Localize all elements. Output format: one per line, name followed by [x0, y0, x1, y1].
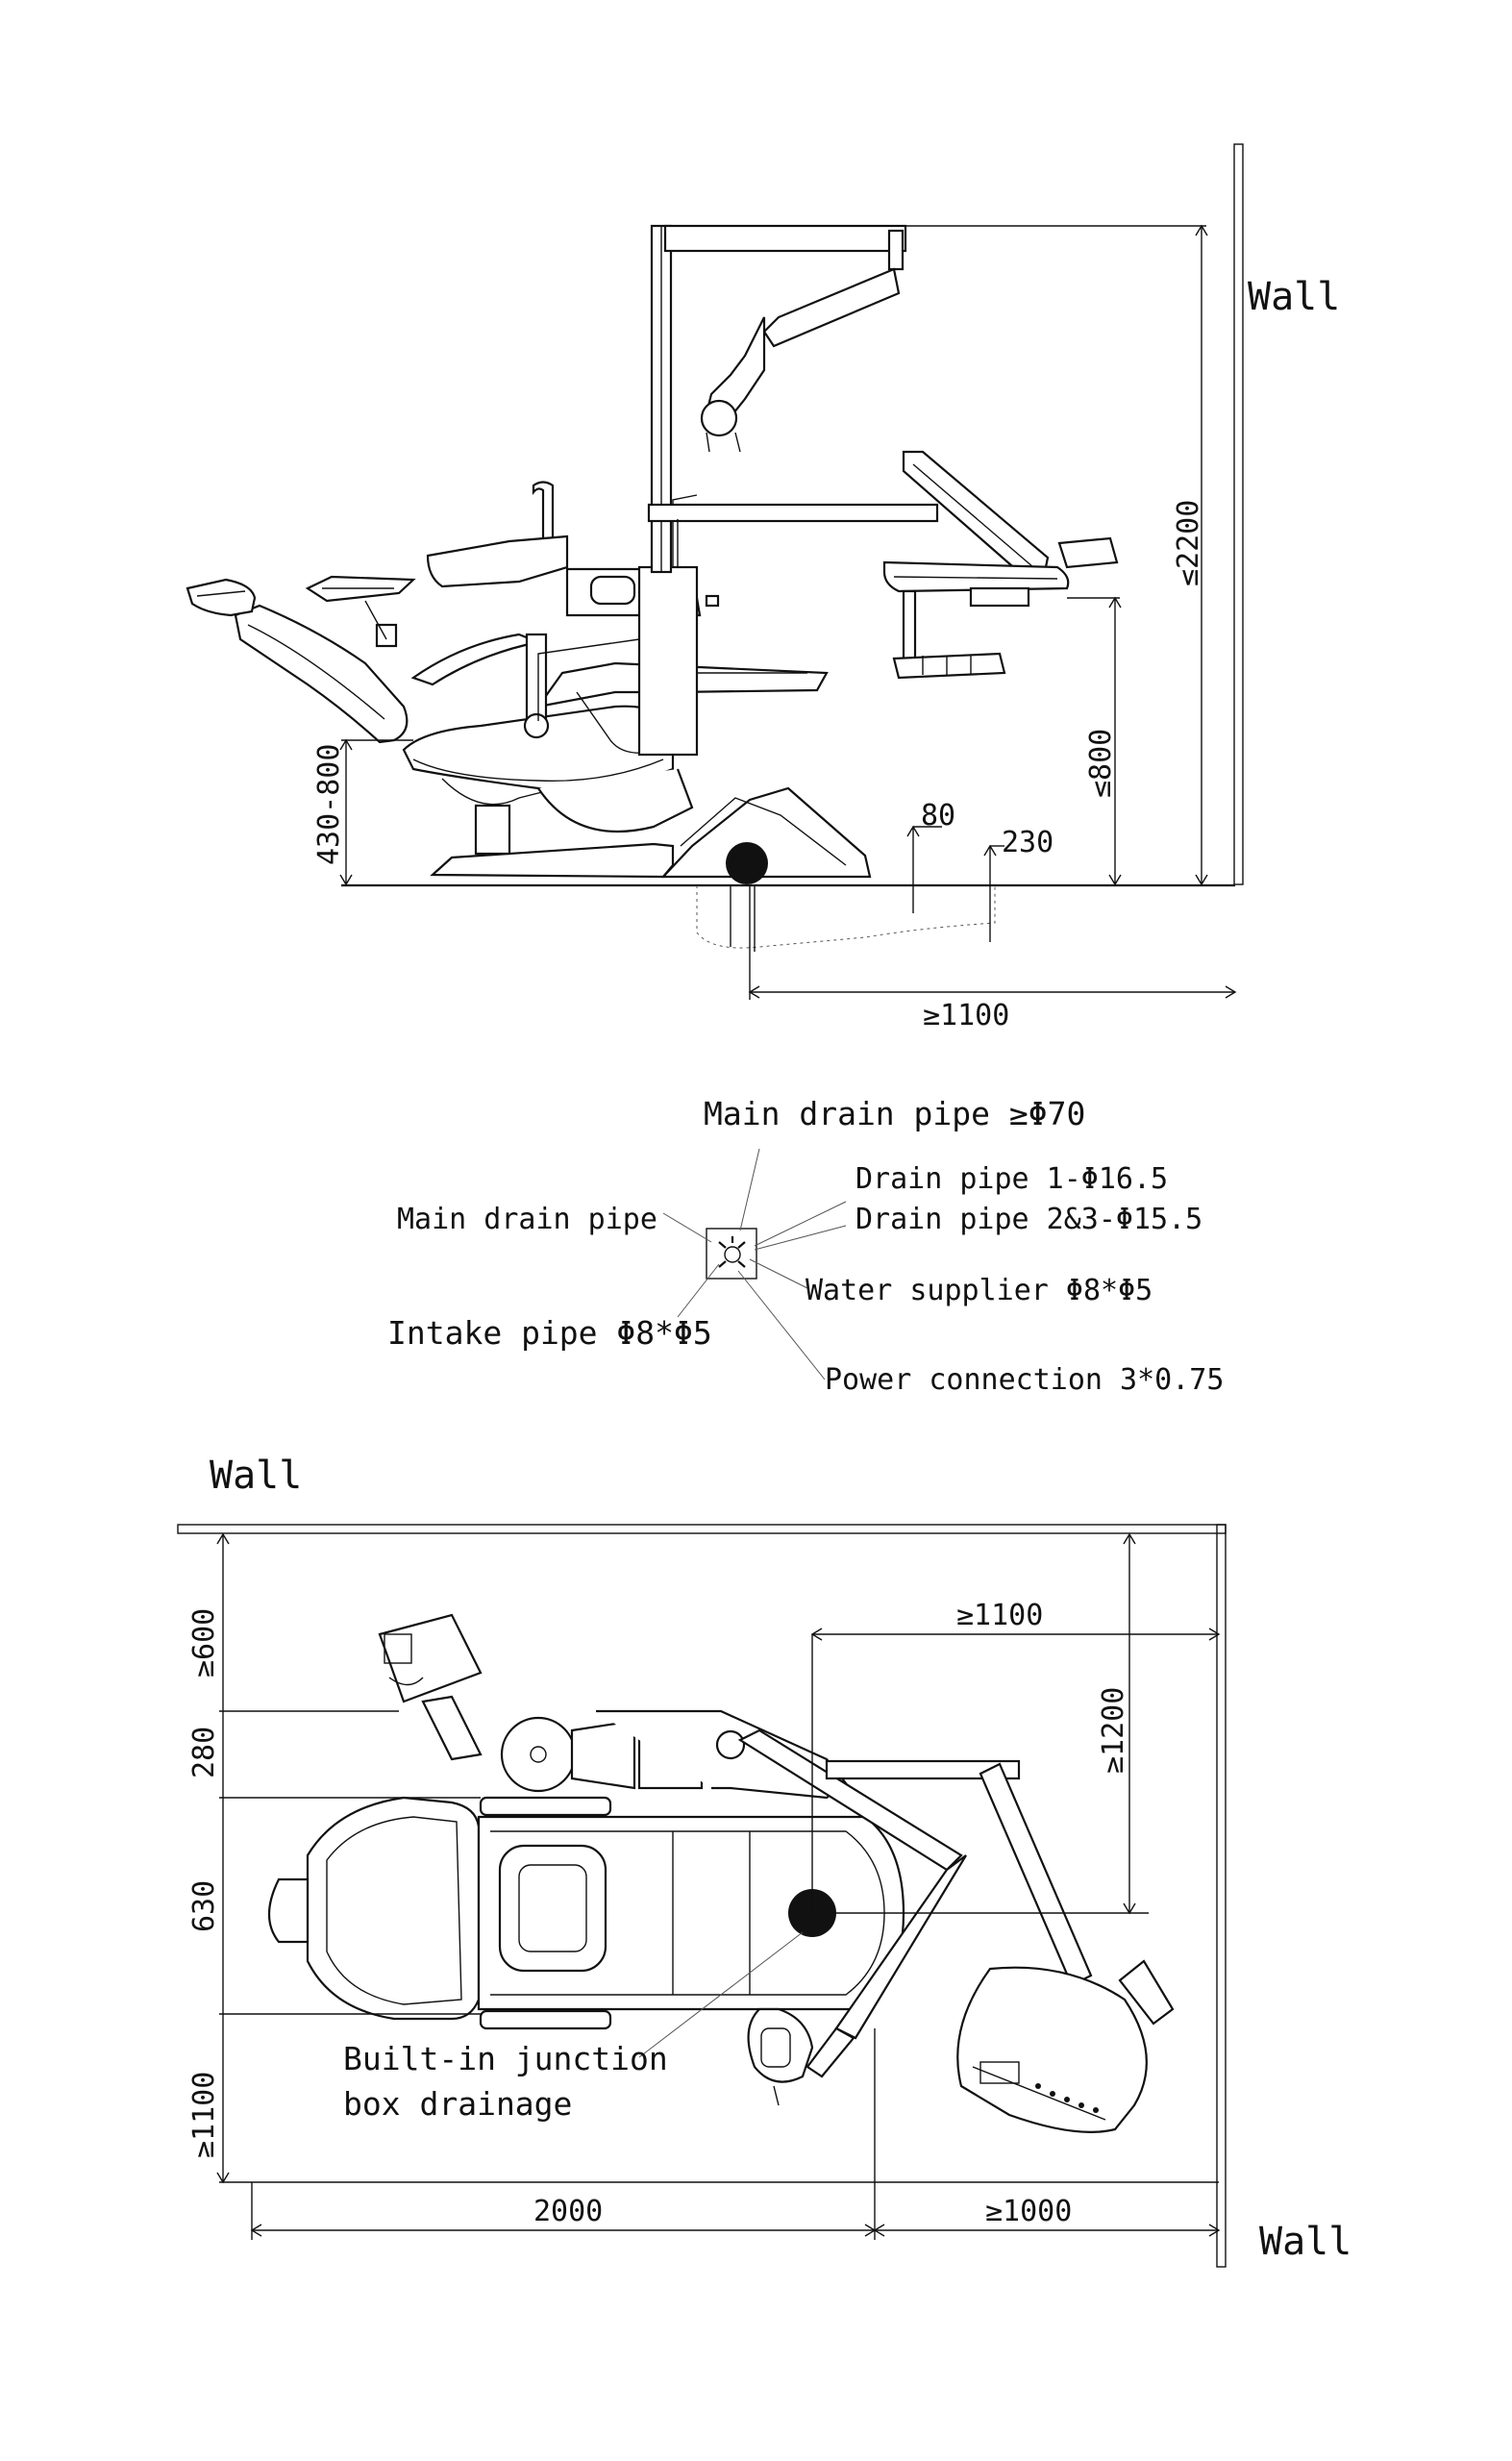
dim-1100-left: ≥1100	[187, 2072, 221, 2158]
dim-height-max: ≤2200	[1172, 500, 1205, 586]
connection-box	[706, 1228, 757, 1280]
underfloor-trench	[696, 885, 996, 949]
doctor-tray	[882, 450, 1119, 680]
dim-tray-height: ≤800	[1084, 729, 1118, 798]
dim-seat-range: 430-800	[312, 744, 346, 865]
plan-wall-top-label: Wall	[210, 1454, 302, 1498]
doctor-stool	[747, 2007, 814, 2106]
assistant-tray	[305, 575, 416, 648]
side-wall	[1233, 143, 1244, 885]
spittoon-unit	[426, 481, 720, 757]
operating-light	[647, 224, 939, 574]
dim-1000: ≥1000	[985, 2195, 1072, 2228]
junction-label-line2: box drainage	[343, 2085, 572, 2123]
junction-label-line1: Built-in junction	[343, 2040, 668, 2077]
dim-2000: 2000	[533, 2195, 603, 2228]
dim-1100-top: ≥1100	[956, 1599, 1043, 1632]
plan-top-wall	[177, 1524, 1227, 1534]
connection-detail: Main drain pipe ≥Φ70 Main drain pipe Dra…	[387, 1095, 1224, 1397]
plan-view: Wall Wall ≥600 280 630 ≥1100 ≥1100 ≥1200…	[177, 1454, 1351, 2268]
doctor-arm-plan	[737, 1728, 1175, 2133]
side-dimensions	[339, 224, 1237, 1000]
dim-1200: ≥1200	[1097, 1687, 1130, 1774]
label-drain-pipe-23: Drain pipe 2&3-Φ15.5	[855, 1203, 1202, 1236]
label-main-drain-top: Main drain pipe ≥Φ70	[704, 1095, 1085, 1132]
spittoon-plan	[378, 1613, 848, 1800]
label-intake-pipe: Intake pipe Φ8*Φ5	[387, 1314, 712, 1352]
chair-base	[430, 786, 872, 879]
dim-depth: ≥1100	[923, 999, 1009, 1032]
label-main-drain-left: Main drain pipe	[397, 1203, 657, 1236]
plan-right-wall	[1216, 1524, 1227, 2268]
plan-wall-right-label: Wall	[1259, 2220, 1351, 2264]
junction-point	[726, 842, 768, 884]
chair-plan	[268, 1796, 905, 2030]
dim-280: 280	[187, 1727, 221, 1778]
dim-230: 230	[1002, 826, 1053, 859]
dim-600: ≥600	[187, 1608, 221, 1678]
label-water-supplier: Water supplier Φ8*Φ5	[806, 1274, 1153, 1307]
dental-chair-body	[186, 578, 829, 833]
side-wall-label: Wall	[1248, 275, 1340, 319]
plan-dimensions	[216, 1532, 1221, 2240]
dim-80: 80	[921, 799, 955, 833]
label-drain-pipe-1: Drain pipe 1-Φ16.5	[855, 1162, 1168, 1196]
label-power-connection: Power connection 3*0.75	[825, 1363, 1224, 1397]
side-elevation: Wall ≤2200 ≤800 430-800 80 230 ≥1100	[186, 143, 1340, 1032]
dim-630: 630	[187, 1880, 221, 1932]
